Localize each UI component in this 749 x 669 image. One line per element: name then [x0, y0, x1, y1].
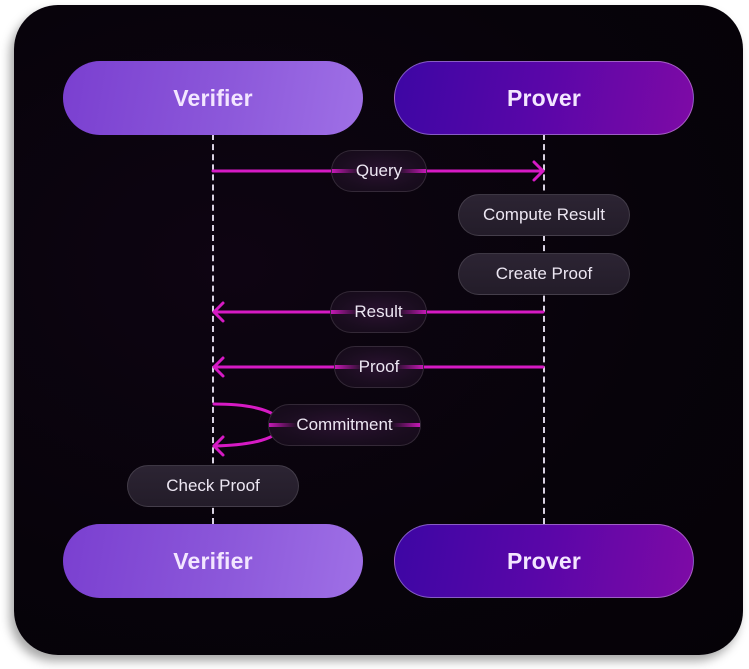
- create-proof-text: Create Proof: [495, 264, 593, 283]
- commitment-message-label: Commitment: [268, 404, 421, 446]
- compute-result-action: Compute Result: [458, 194, 630, 236]
- proof-arrowhead: [212, 356, 225, 378]
- prover-lifeline: [543, 134, 545, 524]
- result-text: Result: [354, 302, 403, 321]
- query-arrowhead: [532, 160, 545, 182]
- query-text: Query: [355, 161, 403, 180]
- create-proof-action: Create Proof: [458, 253, 630, 295]
- verifier-actor-top-label: Verifier: [173, 84, 253, 111]
- prover-actor-top: Prover: [394, 61, 694, 135]
- check-proof-text: Check Proof: [166, 476, 260, 495]
- check-proof-action: Check Proof: [127, 465, 299, 507]
- proof-message-label: Proof: [334, 346, 424, 388]
- query-message-label: Query: [331, 150, 427, 192]
- result-arrowhead: [212, 301, 225, 323]
- proof-text: Proof: [358, 357, 400, 376]
- sequence-diagram-card: Verifier Prover Query Compute Result Cre…: [14, 5, 743, 655]
- prover-actor-top-label: Prover: [506, 84, 582, 111]
- result-message-label: Result: [330, 291, 427, 333]
- verifier-actor-top: Verifier: [63, 61, 363, 135]
- commitment-text: Commitment: [296, 415, 393, 434]
- verifier-actor-bottom-label: Verifier: [173, 547, 253, 574]
- verifier-actor-bottom: Verifier: [63, 524, 363, 598]
- verifier-lifeline: [212, 134, 214, 524]
- prover-actor-bottom: Prover: [394, 524, 694, 598]
- prover-actor-bottom-label: Prover: [506, 547, 582, 574]
- commitment-arrowhead: [212, 435, 225, 457]
- compute-result-text: Compute Result: [483, 205, 605, 224]
